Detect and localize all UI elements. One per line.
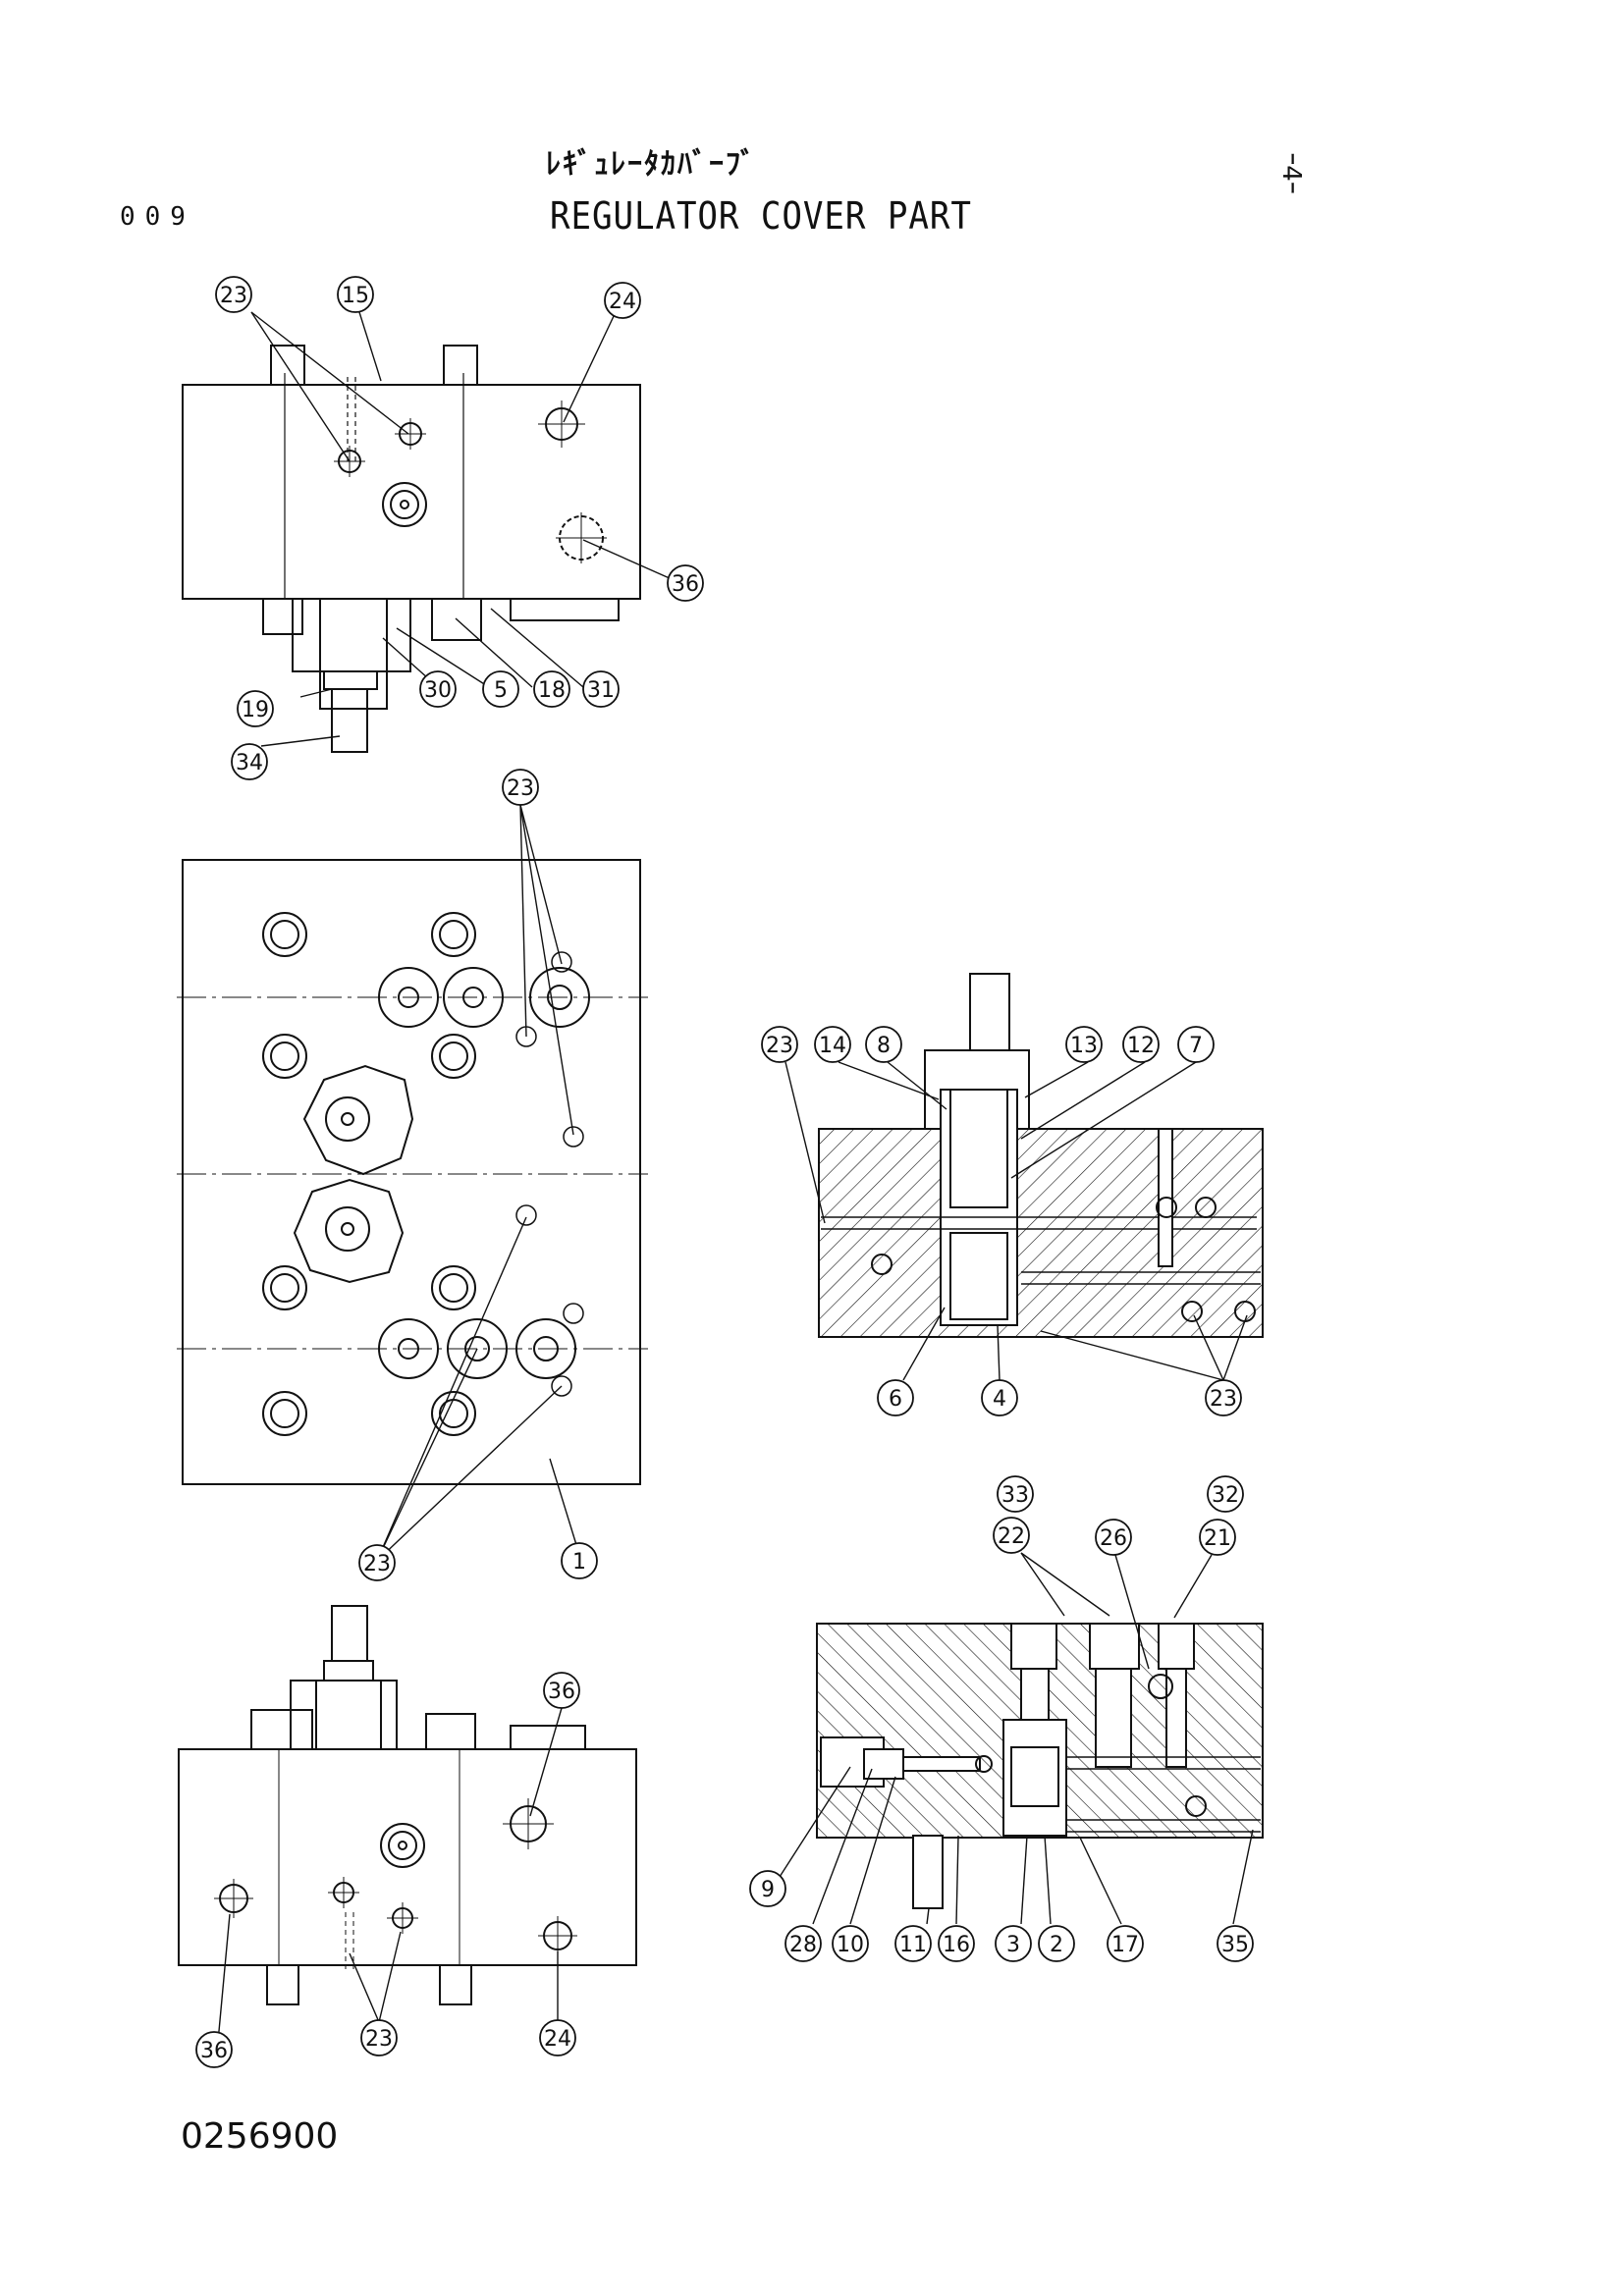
callout-36-c: 36 (200, 2039, 228, 2063)
callout-18: 18 (538, 678, 566, 703)
callout-35: 35 (1221, 1933, 1249, 1957)
callout-21: 21 (1204, 1526, 1231, 1551)
callout-23-f: 23 (1210, 1387, 1237, 1412)
callout-17: 17 (1111, 1933, 1139, 1957)
callout-9: 9 (761, 1878, 775, 1902)
callout-5: 5 (494, 678, 508, 703)
callout-26: 26 (1100, 1526, 1127, 1551)
callout-16: 16 (943, 1933, 970, 1957)
page-code: 009 (120, 202, 195, 232)
title-japanese: ﾚｷﾞｭﾚｰﾀｶﾊﾞｰﾌﾞ (546, 147, 757, 182)
callout-23-b: 23 (507, 776, 534, 801)
callout-19: 19 (242, 698, 269, 722)
callout-10: 10 (837, 1933, 864, 1957)
callout-11: 11 (899, 1933, 927, 1957)
callout-14: 14 (819, 1034, 846, 1058)
callout-23-d: 23 (365, 2027, 393, 2052)
callout-15: 15 (342, 284, 369, 308)
callout-30: 30 (424, 678, 452, 703)
callout-13: 13 (1070, 1034, 1098, 1058)
callout-7: 7 (1189, 1034, 1203, 1058)
callout-24-a: 24 (609, 290, 636, 314)
callout-28: 28 (789, 1933, 817, 1957)
callout-31: 31 (587, 678, 615, 703)
callout-3: 3 (1006, 1933, 1020, 1957)
section-b (816, 1623, 1264, 1909)
section-a (818, 973, 1264, 1338)
callout-6: 6 (889, 1387, 902, 1412)
callout-22: 22 (998, 1524, 1025, 1549)
callout-23-c: 23 (363, 1552, 391, 1576)
callout-24-b: 24 (544, 2027, 571, 2052)
callout-12: 12 (1127, 1034, 1155, 1058)
callouts: 23 15 24 36 30 5 18 31 19 34 23 23 1 36 … (195, 276, 1254, 2068)
callout-33: 33 (1001, 1483, 1029, 1508)
callout-2: 2 (1050, 1933, 1063, 1957)
callout-23-a: 23 (220, 284, 247, 308)
callout-32: 32 (1212, 1483, 1239, 1508)
title-english: REGULATOR COVER PART (550, 194, 972, 238)
callout-36-a: 36 (672, 572, 699, 597)
callout-4: 4 (993, 1387, 1006, 1412)
callout-1: 1 (572, 1550, 586, 1575)
callout-23-e: 23 (766, 1034, 793, 1058)
callout-36-b: 36 (548, 1680, 575, 1704)
drawing-number: 0256900 (181, 2116, 339, 2157)
callout-34: 34 (236, 751, 263, 775)
callout-8: 8 (877, 1034, 891, 1058)
bottom-view (178, 1605, 637, 2005)
front-view (177, 859, 648, 1485)
